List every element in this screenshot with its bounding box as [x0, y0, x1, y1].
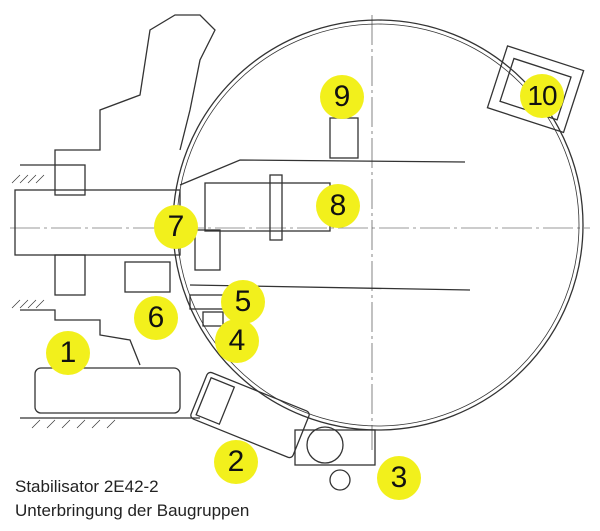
- component-2: [190, 371, 310, 459]
- component-4: [202, 311, 224, 327]
- component-1: [34, 367, 181, 414]
- caption-subtitle: Unterbringung der Baugruppen: [15, 501, 250, 520]
- component-6: [124, 261, 171, 293]
- trunnion-top: [54, 164, 86, 196]
- component-9: [329, 117, 359, 159]
- component-3: [306, 426, 344, 464]
- hatching: [11, 174, 116, 429]
- breech-line-top: [179, 159, 466, 186]
- hull-outline-lower: [20, 309, 141, 366]
- breech-block: [204, 182, 331, 232]
- trunnion-bottom: [54, 254, 86, 296]
- marker-6: 6: [134, 296, 178, 340]
- marker-10: 10: [520, 74, 564, 118]
- marker-1: 1: [46, 331, 90, 375]
- component-3-wheel: [329, 469, 351, 491]
- marker-2: 2: [214, 440, 258, 484]
- marker-3: 3: [377, 456, 421, 500]
- marker-7: 7: [154, 205, 198, 249]
- marker-9: 9: [320, 75, 364, 119]
- caption-title: Stabilisator 2E42-2: [15, 477, 159, 496]
- marker-5: 5: [221, 280, 265, 324]
- marker-4: 4: [215, 319, 259, 363]
- component-7: [194, 229, 221, 271]
- hull-outline: [20, 14, 216, 166]
- marker-8: 8: [316, 184, 360, 228]
- component-3-housing: [294, 429, 376, 466]
- turret-ring-inner: [176, 23, 580, 427]
- turret-ring: [172, 19, 584, 431]
- breech-bolt: [269, 174, 283, 241]
